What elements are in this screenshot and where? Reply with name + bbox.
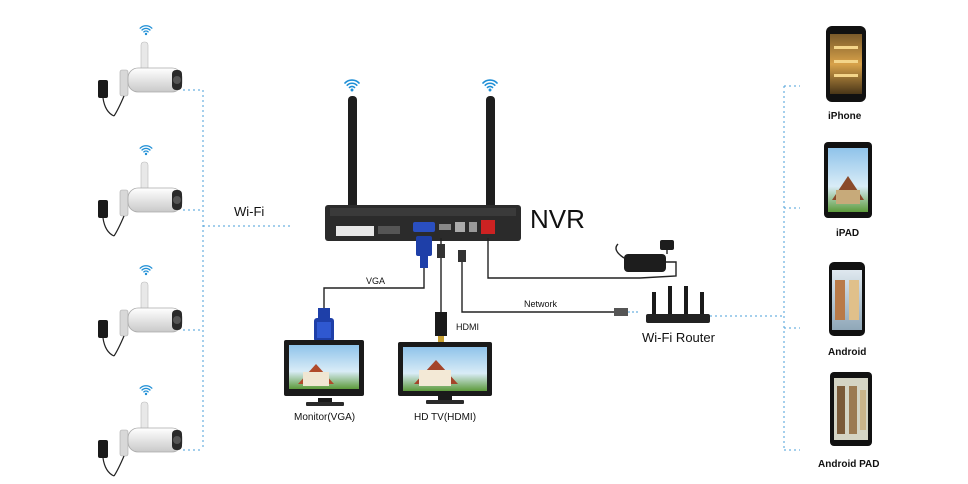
network-cable-label: Network — [524, 299, 558, 309]
hdtv-hdmi-label: HD TV(HDMI) — [414, 412, 477, 423]
device-label-iphone: iPhone — [828, 111, 862, 122]
network-plug — [458, 250, 466, 262]
iphone-icon — [826, 26, 866, 102]
hdmi-connector — [435, 244, 447, 344]
wifi-camera-icon — [98, 145, 183, 237]
nvr-vga-port — [413, 222, 435, 232]
android-phone-icon — [829, 262, 865, 336]
monitor-vga — [284, 340, 364, 406]
nvr-wifi-icon-right — [482, 79, 498, 92]
device-wifi-link — [710, 85, 800, 451]
nvr-recorder — [325, 96, 521, 241]
nvr-lan-port — [455, 222, 465, 232]
hdtv — [398, 342, 492, 404]
camera-wifi-link — [183, 89, 290, 451]
device-label-android-pad: Android PAD — [818, 459, 880, 470]
nvr-antenna-right — [486, 96, 495, 216]
device-label-ipad: iPAD — [836, 228, 860, 239]
ipad-icon — [824, 142, 872, 218]
monitor-vga-label: Monitor(VGA) — [294, 412, 356, 423]
router-lan-plug — [614, 308, 628, 316]
vga-connector-top — [416, 236, 432, 268]
hdmi-cable-label: HDMI — [456, 322, 479, 332]
nvr-label: NVR — [530, 204, 585, 234]
nvr-label-plate — [336, 226, 374, 236]
nvr-wifi-icon-left — [344, 79, 360, 92]
device-label-android: Android — [828, 347, 867, 358]
camera-wifi-icon — [139, 265, 153, 276]
camera-wifi-icon — [139, 385, 153, 396]
wifi-router-label: Wi-Fi Router — [642, 330, 715, 345]
camera-wifi-icon — [139, 25, 153, 36]
nvr-usb-port — [469, 222, 477, 232]
nvr-power-port — [481, 220, 495, 234]
android-tablet-icon — [830, 372, 872, 446]
wifi-camera-icon — [98, 265, 183, 357]
wifi-camera-icon — [98, 385, 183, 477]
nvr-antenna-left — [348, 96, 357, 216]
nvr-hdmi-port — [439, 224, 451, 230]
wifi-router-icon — [646, 286, 710, 323]
wifi-camera-icon — [98, 25, 183, 117]
vga-cable-label: VGA — [366, 276, 386, 286]
wifi-label: Wi-Fi — [234, 204, 265, 219]
cables — [323, 238, 640, 313]
power-adapter-icon — [615, 240, 677, 279]
vga-connector-bottom — [314, 308, 334, 342]
camera-wifi-icon — [139, 145, 153, 156]
